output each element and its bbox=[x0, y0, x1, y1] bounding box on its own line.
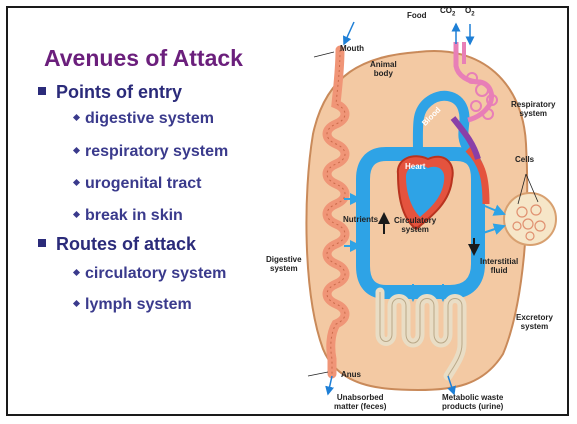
label-mouth: Mouth bbox=[340, 44, 364, 53]
sub-bullet: urogenital tract bbox=[74, 175, 201, 193]
square-bullet-icon bbox=[38, 87, 46, 95]
label-heart: Heart bbox=[405, 162, 425, 171]
label-o2: O2 bbox=[465, 6, 475, 20]
bullet-points-of-entry: Points of entry bbox=[38, 82, 182, 103]
bullet-routes-of-attack: Routes of attack bbox=[38, 234, 196, 255]
sub-bullet: lymph system bbox=[74, 296, 192, 314]
diamond-bullet-icon bbox=[73, 114, 80, 121]
label-anus: Anus bbox=[341, 370, 361, 379]
sub-bullet: circulatory system bbox=[74, 265, 226, 283]
points-heading: Points of entry bbox=[56, 82, 182, 102]
sub-bullet-text: respiratory system bbox=[85, 143, 228, 160]
sub-bullet: digestive system bbox=[74, 110, 214, 128]
sub-bullet: break in skin bbox=[74, 207, 183, 225]
sub-bullet-text: lymph system bbox=[85, 296, 192, 313]
label-co2: CO2 bbox=[440, 6, 455, 20]
sub-bullet-text: urogenital tract bbox=[85, 175, 201, 192]
diamond-bullet-icon bbox=[73, 300, 80, 307]
square-bullet-icon bbox=[38, 239, 46, 247]
routes-heading: Routes of attack bbox=[56, 234, 196, 254]
slide: Avenues of Attack Points of entry digest… bbox=[6, 6, 569, 416]
sub-bullet: respiratory system bbox=[74, 143, 228, 161]
label-nutrients: Nutrients bbox=[343, 215, 378, 224]
slide-title: Avenues of Attack bbox=[44, 45, 243, 72]
label-cells: Cells bbox=[515, 155, 534, 164]
diamond-bullet-icon bbox=[73, 269, 80, 276]
diamond-bullet-icon bbox=[73, 211, 80, 218]
sub-bullet-text: break in skin bbox=[85, 207, 183, 224]
sub-bullet-text: circulatory system bbox=[85, 265, 226, 282]
diamond-bullet-icon bbox=[73, 147, 80, 154]
diamond-bullet-icon bbox=[73, 179, 80, 186]
animal-body-diagram bbox=[268, 14, 568, 414]
label-food: Food bbox=[407, 11, 427, 20]
sub-bullet-text: digestive system bbox=[85, 110, 214, 127]
